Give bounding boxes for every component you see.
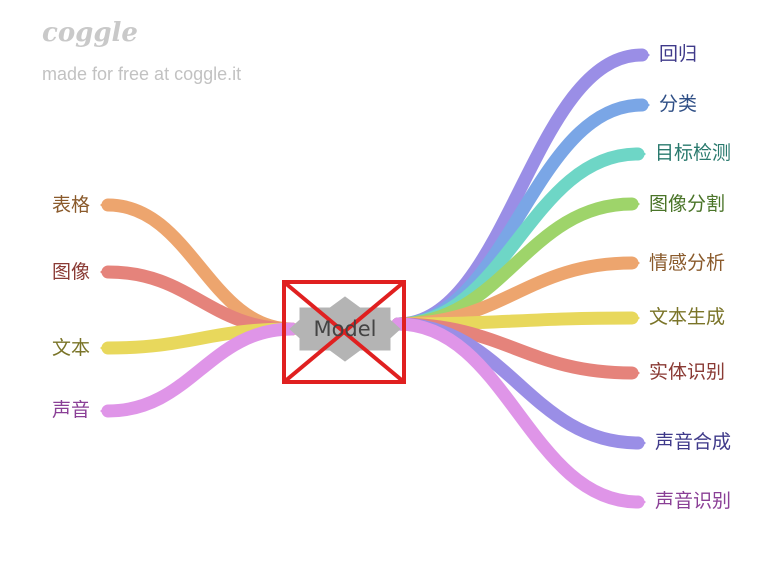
left-branch-2-line bbox=[101, 265, 299, 336]
right-branch-5-tip bbox=[632, 256, 640, 270]
left-branch-label-3[interactable]: 文本 bbox=[52, 337, 91, 359]
right-branch-8[interactable] bbox=[391, 317, 646, 450]
right-branch-3-tip bbox=[638, 147, 646, 161]
right-branch-label-5[interactable]: 情感分析 bbox=[649, 252, 726, 274]
right-branch-label-4[interactable]: 图像分割 bbox=[649, 193, 726, 215]
right-branch-8-tip bbox=[638, 436, 646, 450]
right-branch-9-line bbox=[391, 317, 645, 509]
right-branch-8-line bbox=[391, 317, 645, 450]
right-branch-label-8[interactable]: 声音合成 bbox=[655, 431, 732, 453]
tagline: made for free at coggle.it bbox=[42, 64, 242, 84]
right-branch-4-tip bbox=[632, 197, 640, 211]
overlay-diagonal-b bbox=[282, 280, 406, 384]
right-branch-6-tip bbox=[632, 311, 640, 325]
right-branch-1-line bbox=[391, 48, 649, 331]
coggle-logo: coggle bbox=[42, 18, 138, 48]
overlay-frame bbox=[282, 280, 406, 384]
right-branch-label-3[interactable]: 目标检测 bbox=[655, 142, 732, 164]
left-branch-2-tip bbox=[100, 265, 108, 279]
left-branch-label-4[interactable]: 声音 bbox=[52, 399, 91, 421]
right-branch-label-6[interactable]: 文本生成 bbox=[649, 306, 726, 328]
right-branch-label-2[interactable]: 分类 bbox=[659, 93, 698, 115]
left-branch-label-2[interactable]: 图像 bbox=[52, 261, 91, 283]
left-branch-1[interactable] bbox=[100, 198, 299, 336]
center-node-label: Model bbox=[313, 317, 377, 341]
right-branch-9[interactable] bbox=[391, 317, 646, 509]
right-branch-9-tip bbox=[638, 495, 646, 509]
right-branch-2-tip bbox=[642, 98, 650, 112]
missing-image-overlay bbox=[282, 280, 406, 384]
left-branch-4-tip bbox=[100, 404, 108, 418]
right-branch-1-tip bbox=[642, 48, 650, 62]
right-branch-label-1[interactable]: 回归 bbox=[659, 43, 698, 65]
left-branch-1-line bbox=[101, 198, 299, 336]
left-branch-4[interactable] bbox=[100, 322, 299, 418]
right-branch-7-tip bbox=[632, 366, 640, 380]
right-branch-label-9[interactable]: 声音识别 bbox=[655, 490, 732, 512]
right-branch-label-7[interactable]: 实体识别 bbox=[649, 361, 726, 383]
left-branch-4-line bbox=[101, 322, 299, 418]
left-branch-1-tip bbox=[100, 198, 108, 212]
left-branch-label-1[interactable]: 表格 bbox=[52, 194, 91, 216]
left-branch-3-tip bbox=[100, 341, 108, 355]
